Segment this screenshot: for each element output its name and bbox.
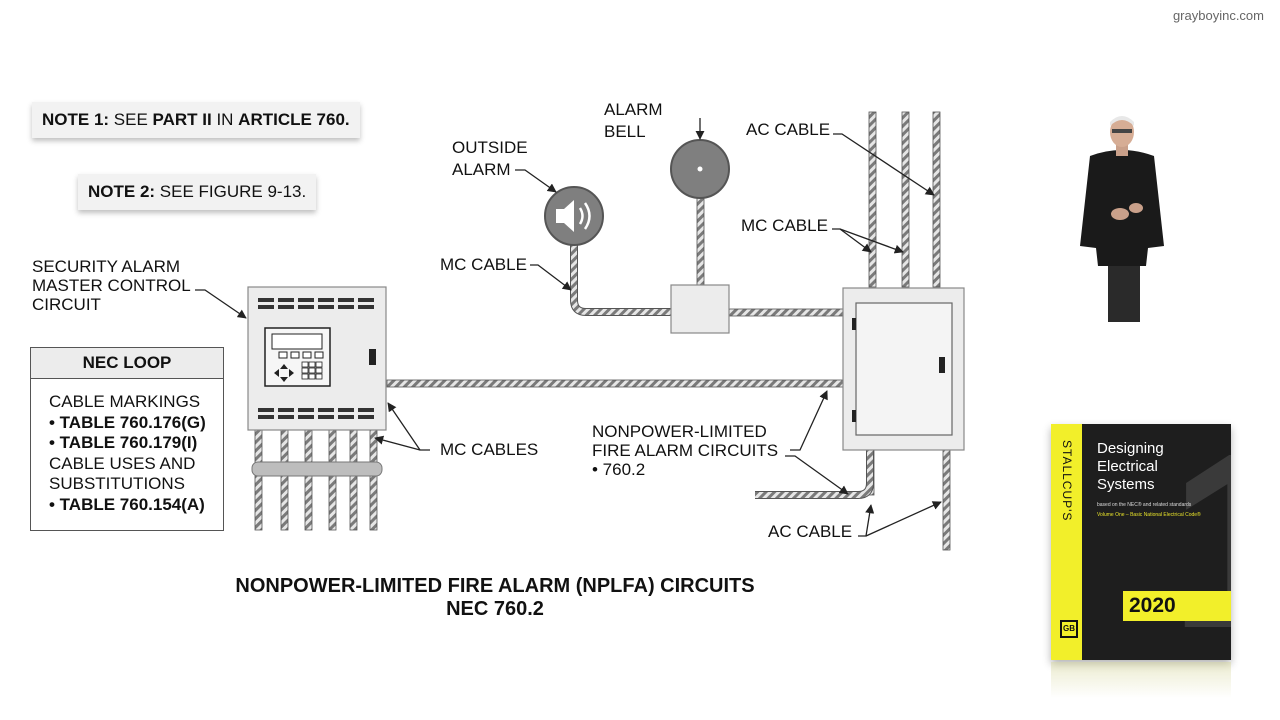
nec-loop-line: • TABLE 760.154(A)	[49, 494, 205, 514]
book-cover: STALLCUP'S GB 1 Designing Electrical Sys…	[1051, 424, 1231, 660]
outside-alarm-cable	[570, 240, 672, 316]
book-volume: Volume One – Basic National Electrical C…	[1097, 512, 1201, 518]
nec-loop-line: CABLE MARKINGS	[49, 392, 201, 411]
note-2: NOTE 2: SEE FIGURE 9-13.	[78, 174, 317, 210]
jbox-cable	[728, 308, 845, 317]
bell-cable	[696, 189, 705, 286]
label-ac-cable-top: AC CABLE	[746, 120, 831, 139]
book-subtitle: based on the NEC® and related standards	[1097, 502, 1192, 508]
label-mc-cables: MC CABLES	[440, 440, 539, 459]
nec-loop-body: CABLE MARKINGS • TABLE 760.176(G) • TABL…	[31, 379, 223, 515]
wiring-diagram	[195, 111, 965, 551]
book-title: Designing Electrical Systems	[1097, 440, 1164, 493]
label-outside-alarm: OUTSIDE ALARM	[452, 138, 528, 179]
fire-alarm-panel	[842, 287, 965, 451]
book-logo: GB	[1060, 620, 1078, 638]
label-ac-cable-bottom: AC CABLE	[768, 522, 853, 541]
label-mc-cable-right: MC CABLE	[741, 216, 828, 235]
alarm-control-panel	[247, 286, 387, 431]
leader-lines	[195, 118, 942, 537]
junction-box	[670, 284, 730, 334]
nec-loop-line: SUBSTITUTIONS	[49, 474, 186, 493]
nec-loop-box: NEC LOOP CABLE MARKINGS • TABLE 760.176(…	[30, 347, 224, 531]
alarm-bell	[670, 139, 730, 199]
nec-loop-line: • TABLE 760.179(I)	[49, 433, 198, 452]
presenter-figure	[1080, 116, 1164, 322]
nec-loop-line: • TABLE 760.176(G)	[49, 412, 206, 432]
book-numeral-graphic: 1	[1169, 424, 1231, 660]
label-nplfa-circuits: NONPOWER-LIMITED FIRE ALARM CIRCUITS • 7…	[592, 422, 779, 479]
nec-loop-line: CABLE USES AND	[49, 453, 196, 473]
figure-caption: NONPOWER-LIMITED FIRE ALARM (NPLFA) CIRC…	[235, 575, 755, 620]
book-year: 2020	[1123, 591, 1231, 621]
outside-alarm-horn	[544, 186, 604, 246]
watermark: grayboyinc.com	[1172, 8, 1264, 23]
book-spine-text: STALLCUP'S	[1060, 440, 1074, 522]
panel-bottom-cables	[251, 429, 383, 531]
main-cable	[386, 379, 845, 388]
book-reflection	[1051, 662, 1231, 698]
label-alarm-bell: ALARM BELL	[604, 100, 663, 141]
note-1: NOTE 1: SEE PART II IN ARTICLE 760.	[32, 102, 360, 138]
label-mc-cable-left: MC CABLE	[440, 255, 527, 274]
label-security-alarm: SECURITY ALARM MASTER CONTROL CIRCUIT	[32, 257, 191, 314]
nec-loop-title: NEC LOOP	[31, 348, 223, 379]
book-spine: STALLCUP'S GB	[1051, 424, 1082, 660]
